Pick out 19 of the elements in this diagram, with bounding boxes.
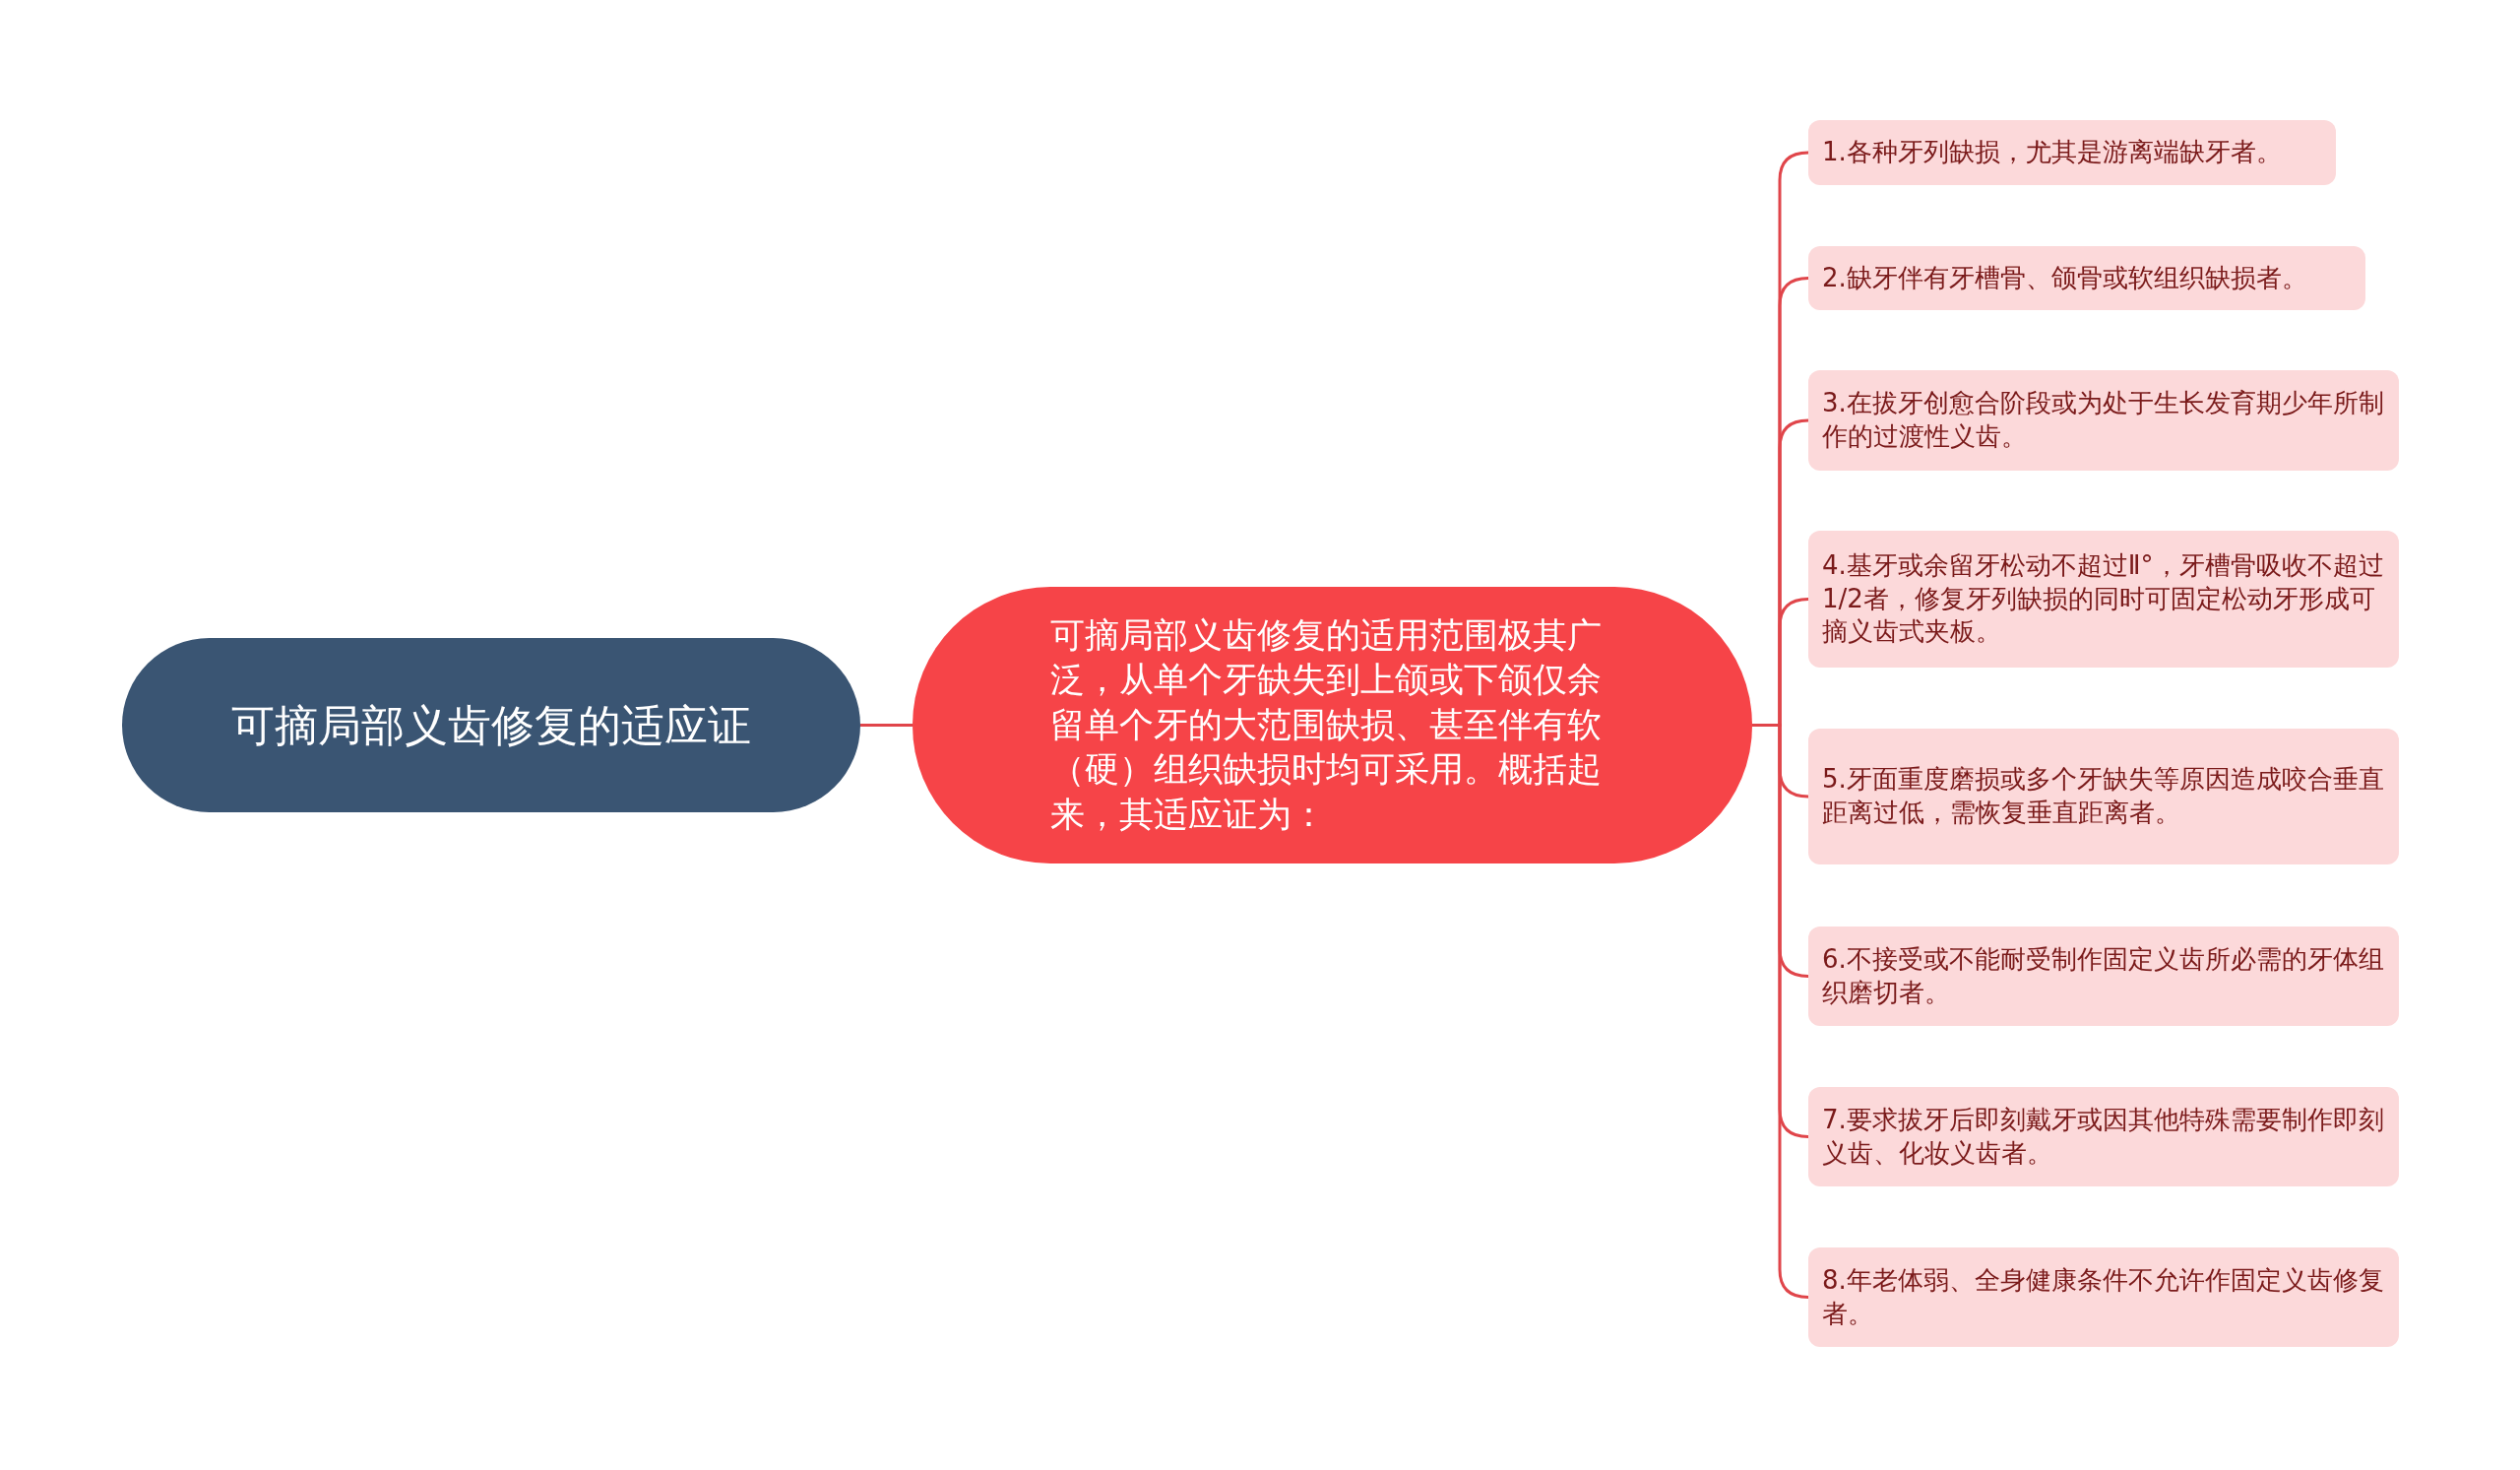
node-text: 1.各种牙列缺损，尤其是游离端缺牙者。 — [1822, 136, 2282, 169]
node-text: 可摘局部义齿修复的适应证 — [231, 698, 751, 752]
item-card — [1808, 1087, 2399, 1186]
connector-line — [860, 724, 913, 727]
node-text: 4.基牙或余留牙松动不超过Ⅱ°，牙槽骨吸收不超过1/2者，修复牙列缺损的同时可固定松动牙形成可摘义齿式夹板。 — [1822, 548, 2385, 649]
item-card — [1808, 531, 2399, 668]
item-card — [1808, 246, 2365, 310]
item-card — [1808, 370, 2399, 471]
node-text: 2.缺牙伴有牙槽骨、颌骨或软组织缺损者。 — [1822, 261, 2307, 294]
node-text: 6.不接受或不能耐受制作固定义齿所必需的牙体组织磨切者。 — [1822, 942, 2385, 1009]
node-text: 3.在拔牙创愈合阶段或为处于生长发育期少年所制作的过渡性义齿。 — [1822, 387, 2385, 453]
node-text: 5.牙面重度磨损或多个牙缺失等原因造成咬合垂直距离过低，需恢复垂直距离者。 — [1822, 763, 2385, 829]
node-text: 8.年老体弱、全身健康条件不允许作固定义齿修复者。 — [1822, 1263, 2385, 1330]
item-card — [1808, 1247, 2399, 1347]
item-card — [1808, 927, 2399, 1026]
node-text: 7.要求拔牙后即刻戴牙或因其他特殊需要制作即刻义齿、化妆义齿者。 — [1822, 1103, 2385, 1170]
node-text: 可摘局部义齿修复的适用范围极其广泛，从单个牙缺失到上颌或下颌仅余留单个牙的大范围缺损、甚至伴有软（硬）组织缺损时均可采用。概括起来，其适应证为： — [1050, 613, 1603, 836]
item-card — [1808, 120, 2336, 185]
item-card — [1808, 729, 2399, 864]
